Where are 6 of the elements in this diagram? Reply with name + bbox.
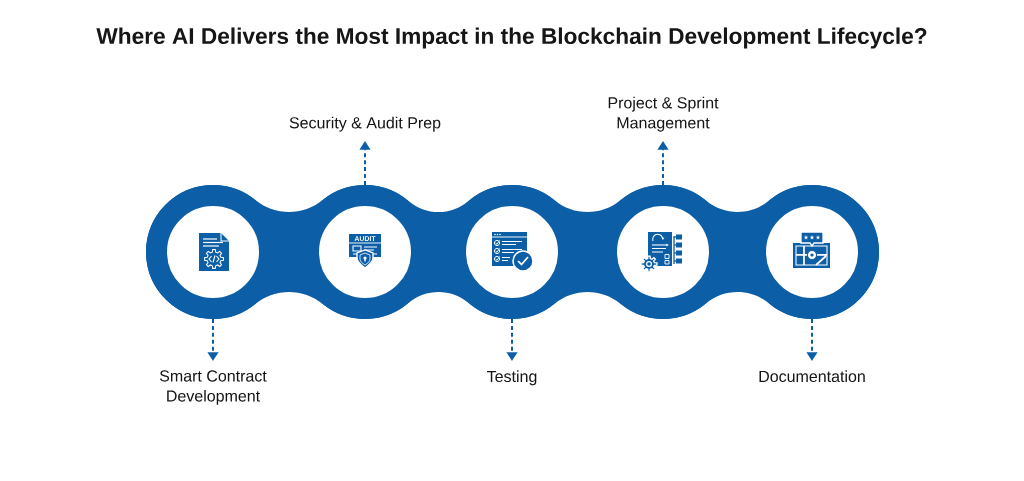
step-label: Smart Contract Development — [159, 370, 267, 405]
step-label: Testing — [487, 370, 537, 386]
step-label: Documentation — [759, 370, 865, 383]
step-label: Project & Sprint Management — [608, 96, 719, 132]
title: Where AI Delivers the Most Impact in the Blockchain Development Lifecycle? — [96, 27, 927, 49]
step-label: Security & Audit Prep — [289, 116, 441, 132]
